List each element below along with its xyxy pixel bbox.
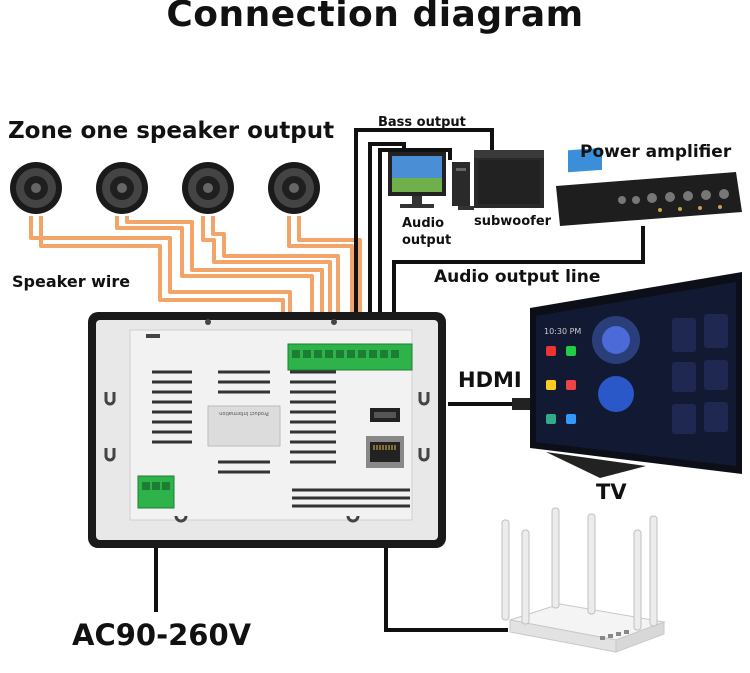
power-terminal	[137, 475, 175, 509]
subwoofer-icon	[474, 150, 544, 208]
router-icon	[501, 507, 666, 653]
page-title: Connection diagram	[166, 0, 584, 35]
zone-speaker-output-label: Zone one speaker output	[8, 118, 335, 144]
subwoofer-label: subwoofer	[474, 214, 552, 229]
audio-output-label-line2: output	[402, 233, 452, 248]
tv-label: TV	[596, 480, 627, 504]
control-panel: Product Information	[88, 312, 446, 548]
speaker-icon	[268, 162, 320, 214]
product-info-label: Product Information	[219, 410, 269, 416]
speaker-icon	[96, 162, 148, 214]
speaker-wire-label: Speaker wire	[12, 272, 131, 291]
power-amplifier-label: Power amplifier	[580, 142, 732, 162]
tv-icon: 10:30 PM	[530, 272, 742, 478]
speaker-icon	[182, 162, 234, 214]
amplifier-icon	[556, 147, 742, 226]
tv-clock: 10:30 PM	[544, 327, 581, 336]
speaker-terminal-block	[287, 343, 413, 371]
audio-output-line-label: Audio output line	[434, 267, 601, 287]
ac-input-label: AC90-260V	[72, 618, 252, 652]
hdmi-label: HDMI	[458, 368, 522, 392]
audio-output-label: Audio output	[402, 215, 451, 249]
hdmi-port	[370, 408, 400, 422]
speaker-icon	[10, 162, 62, 214]
speaker-wires	[29, 216, 362, 312]
bass-output-label: Bass output	[378, 115, 466, 130]
audio-output-label-line1: Audio	[402, 216, 445, 231]
lan-port	[366, 436, 404, 468]
computer-icon	[388, 152, 474, 210]
